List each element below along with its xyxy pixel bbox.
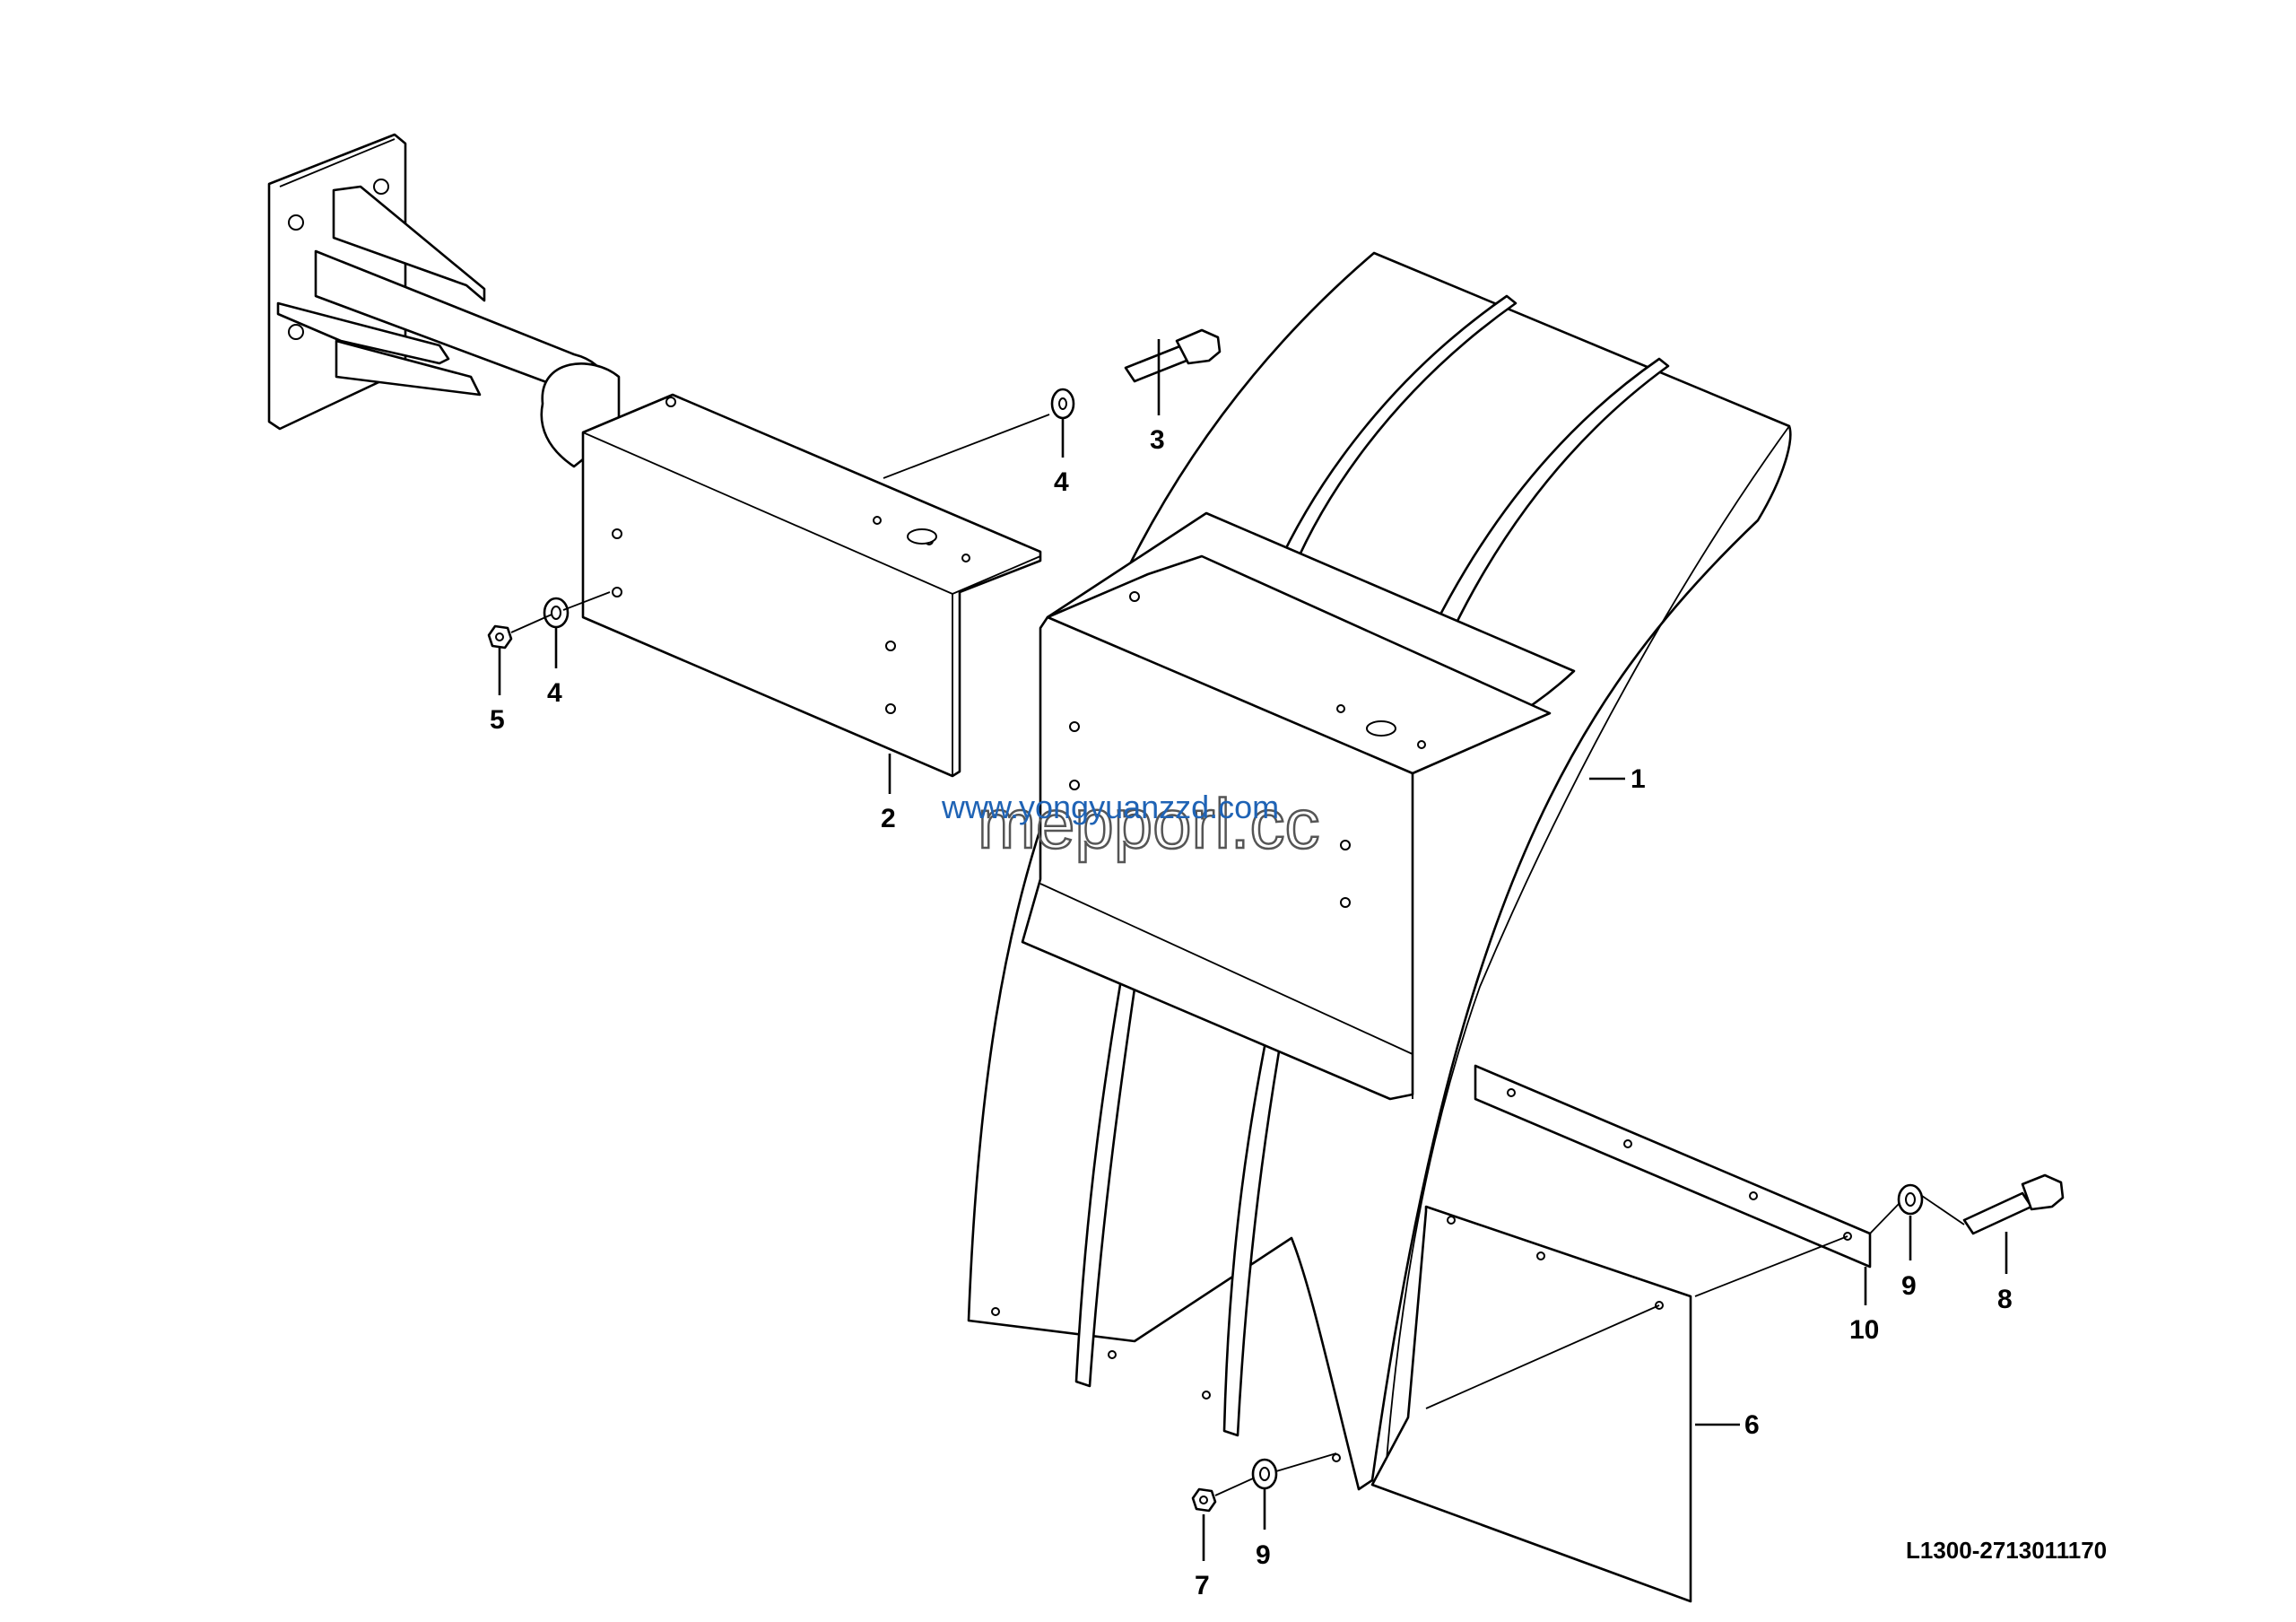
leader-lines	[498, 339, 2008, 1561]
watermark-url: www.yongyuanzzd.com	[941, 789, 1279, 825]
callout-6: 6	[1744, 1410, 1760, 1440]
callout-9-right: 9	[1901, 1271, 1917, 1301]
mud-flap-part-6	[1370, 1205, 1692, 1603]
callout-1: 1	[1631, 764, 1646, 794]
callout-9-bottom: 9	[1256, 1540, 1271, 1570]
watermarks: mepporl.cc www.yongyuanzzd.com	[941, 783, 1321, 865]
watermark-brand: mepporl.cc	[978, 784, 1319, 863]
callout-4-top: 4	[1054, 467, 1069, 497]
strip-part-10	[1474, 1064, 1872, 1297]
washer-part-9-right	[1869, 1183, 1965, 1234]
callout-8: 8	[1997, 1285, 2013, 1314]
angle-bracket-part-2	[581, 393, 1050, 778]
fender-support-plate	[1021, 511, 1576, 1101]
callout-labels: 1 2 3 4 4 5 6 7 8 9 9 10	[490, 425, 2013, 1600]
callout-10: 10	[1849, 1315, 1879, 1345]
callout-3: 3	[1150, 425, 1165, 455]
nut-part-7	[1191, 1487, 1217, 1513]
nut-part-5	[487, 624, 513, 650]
bolt-part-8	[1962, 1173, 2065, 1235]
washer-part-4-left	[510, 591, 611, 633]
callout-4-left: 4	[547, 678, 562, 708]
callout-7: 7	[1195, 1571, 1210, 1600]
washer-part-4-top	[1050, 388, 1075, 420]
washer-part-9-bottom	[1214, 1452, 1337, 1496]
callout-5: 5	[490, 705, 505, 735]
bolt-part-3	[1124, 328, 1222, 383]
mounting-bracket	[267, 133, 621, 468]
callout-2: 2	[881, 804, 896, 833]
diagram-reference-code: L1300-2713011170	[1906, 1537, 2107, 1564]
